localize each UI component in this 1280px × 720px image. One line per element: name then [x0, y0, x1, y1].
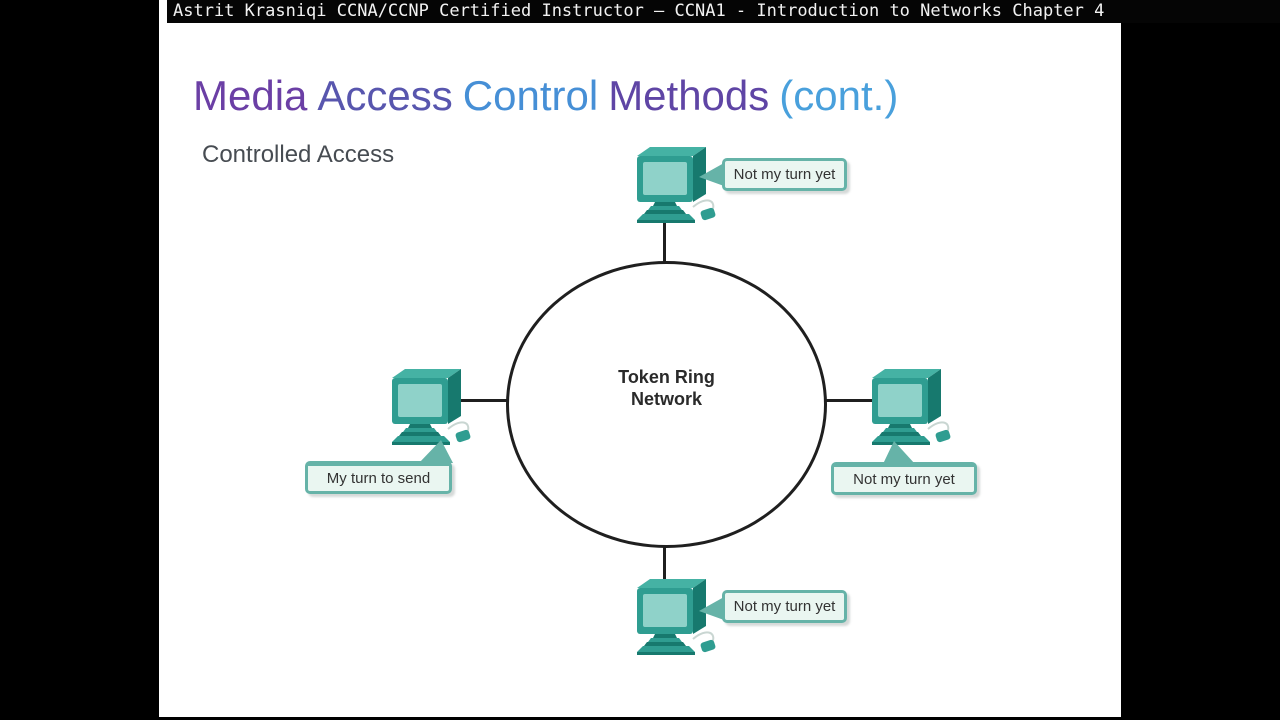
bubble-tail-bottom [699, 597, 724, 620]
speech-bubble-left: My turn to send [305, 461, 452, 494]
computer-icon-right [871, 368, 953, 445]
computer-icon-left [391, 368, 473, 445]
title-word-methods: Methods [608, 72, 770, 119]
bubble-tail-right [883, 441, 915, 464]
connector-line-left [450, 399, 510, 402]
token-ring-label: Token Ring Network [506, 366, 827, 410]
speech-bubble-top: Not my turn yet [722, 158, 847, 191]
title-word-control: Control [462, 72, 599, 119]
bubble-tail-top [699, 163, 724, 186]
title-word-cont: (cont.) [779, 72, 899, 119]
connector-line-top [663, 219, 666, 265]
token-ring-label-line1: Token Ring [618, 367, 715, 387]
speech-bubble-bottom: Not my turn yet [722, 590, 847, 623]
bubble-tail-left [419, 440, 453, 463]
token-ring-circle [506, 261, 827, 548]
connector-line-bottom [663, 545, 666, 583]
token-ring-label-line2: Network [630, 389, 702, 409]
video-caption-bar: Astrit Krasniqi CCNA/CCNP Certified Inst… [167, 0, 1280, 23]
caption-text: Astrit Krasniqi CCNA/CCNP Certified Inst… [173, 1, 1105, 21]
speech-bubble-bottom-text: Not my turn yet [733, 598, 836, 615]
slide-subtitle: Controlled Access [202, 141, 395, 168]
title-word-access: Access [317, 72, 453, 119]
speech-bubble-right-text: Not my turn yet [853, 471, 955, 488]
speech-bubble-right: Not my turn yet [831, 462, 977, 495]
title-word-media: Media [193, 72, 308, 119]
speech-bubble-top-text: Not my turn yet [733, 166, 836, 183]
connector-line-right [823, 399, 879, 402]
speech-bubble-left-text: My turn to send [326, 470, 431, 487]
